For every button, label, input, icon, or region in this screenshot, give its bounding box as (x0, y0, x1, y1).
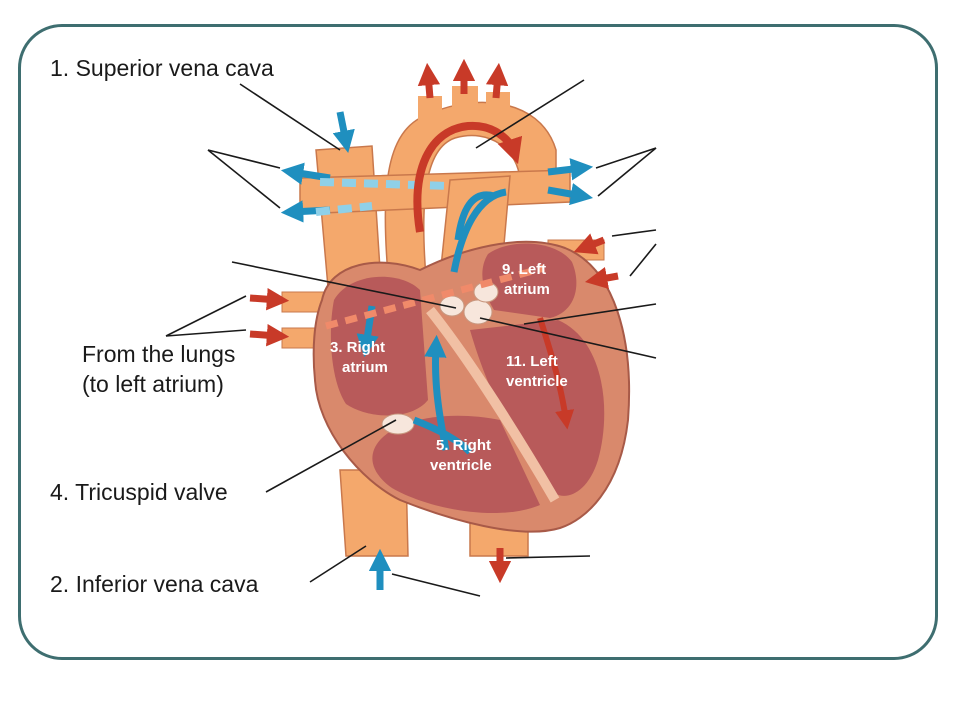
right-ventricle-label-line2: ventricle (430, 457, 492, 474)
arch-branch-1 (418, 96, 442, 130)
right-ventricle-inflow-arrow (412, 416, 473, 455)
right-lung-inflow-arrow-lower (584, 266, 619, 290)
right-atrium-chamber (330, 276, 428, 416)
from-lungs-label-line2: (to left atrium) (82, 371, 224, 397)
svc-flow-arrow (332, 111, 355, 153)
right-atrium-label-line2: atrium (342, 359, 388, 376)
lungs-leader-b (165, 329, 247, 337)
right-lung-inflow-arrow-upper (573, 233, 606, 255)
tricuspid-leader (265, 419, 397, 493)
left-atrium-leader (523, 303, 657, 325)
left-pulmonary-out-upper-arrow (280, 162, 331, 185)
tricuspid-valve-shape (381, 413, 415, 435)
right-ventricle-chamber (372, 415, 540, 514)
aortic-arch-flow-arrow (413, 121, 523, 233)
right-ventricle-label-line1: 5. Right (436, 437, 491, 454)
tricuspid-valve-label: 4. Tricuspid valve (50, 479, 228, 505)
right-atrium-label-line1: 3. Right (330, 339, 385, 356)
lung-inflow-arrow-lower (249, 324, 290, 347)
right-pulmonary-out-lower-arrow (547, 183, 594, 206)
pulmonary-trunk-flow-arrow (450, 188, 507, 273)
right-pulm-leader-a (595, 147, 657, 169)
right-pulmonary-out-upper-arrow (547, 158, 594, 181)
left-atrium-label-line1: 9. Left (502, 261, 546, 278)
left-pulm-leader-a (207, 149, 281, 169)
left-ventricle-chamber (470, 320, 605, 496)
septum (426, 306, 560, 503)
superior-vena-cava-label: 1. Superior vena cava (50, 55, 274, 81)
lungs-leader-a (165, 295, 247, 337)
inferior-vena-cava-label: 2. Inferior vena cava (50, 571, 259, 597)
desc-aorta-leader (505, 555, 591, 559)
leader-lines (165, 79, 657, 597)
right-ventricle-flow-arrow (424, 334, 450, 451)
from-lungs-label-line1: From the lungs (82, 341, 235, 367)
heart-body (312, 240, 631, 533)
left-atrium-label-line2: atrium (504, 281, 550, 298)
ivc-flow-leader (391, 573, 481, 597)
left-atrium-chamber (482, 243, 577, 318)
ivc-leader (309, 545, 367, 583)
lung-inflow-arrow-upper (249, 288, 290, 311)
pulmonary-trunk-flow-arrow-2 (454, 191, 495, 241)
arch-branch-arrow-3 (485, 62, 509, 99)
valve-leader-right (479, 317, 657, 359)
left-ventricle-label-line2: ventricle (506, 373, 568, 390)
pulmonary-dashed-lower (315, 202, 373, 216)
left-pulm-leader-b (207, 149, 281, 209)
blood-flow-arrows (249, 58, 619, 590)
left-ventricle-label-line1: 11. Left (506, 353, 558, 370)
right-pulm-leader-b (597, 147, 657, 197)
valve-leader-left (231, 261, 457, 309)
right-pulm-vein-leader-a (611, 229, 657, 237)
left-ventricle-flow-arrow (537, 317, 575, 430)
left-atrium-dashed-flow (325, 264, 545, 330)
svc-leader (239, 83, 341, 151)
right-pulm-vein-leader-b (629, 243, 657, 277)
aorta-leader (475, 79, 585, 149)
arch-branch-arrow-1 (417, 62, 441, 99)
